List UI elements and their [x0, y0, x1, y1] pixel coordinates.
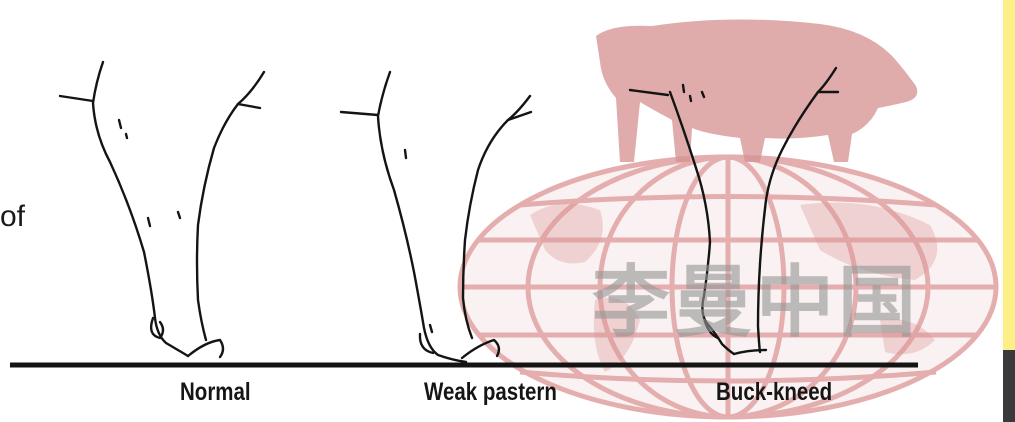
side-strip-dark [1003, 350, 1015, 422]
leg-normal [60, 62, 264, 357]
label-weak-pastern: Weak pastern [424, 378, 557, 407]
side-strip-yellow [1003, 0, 1015, 350]
label-buck-kneed: Buck-kneed [716, 378, 832, 407]
watermark-text: 李曼中国 [592, 240, 920, 352]
margin-text-fragment: of [0, 200, 25, 234]
label-normal: Normal [180, 378, 251, 407]
